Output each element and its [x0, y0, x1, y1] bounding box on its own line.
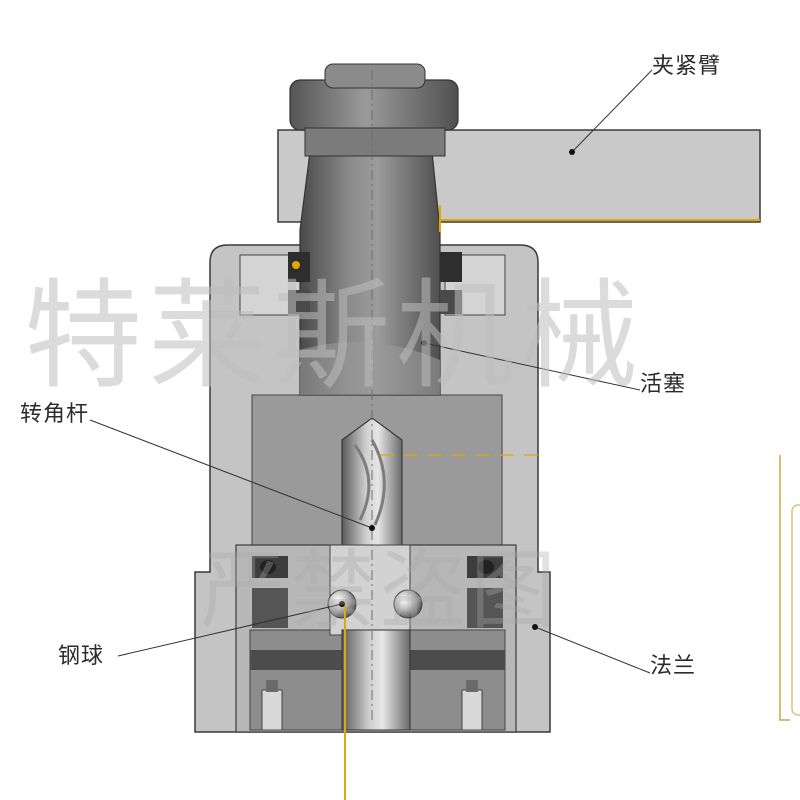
watermark-company: 特莱斯机械: [24, 267, 645, 405]
watermark-anti-theft: 严禁盗图: [200, 541, 560, 641]
steel-ball-right: [393, 589, 423, 619]
leader-lines: [89, 69, 653, 674]
bottom-screw-left: [261, 680, 283, 731]
label-flange: 法兰: [650, 654, 697, 679]
label-steel-ball: 钢球: [58, 644, 105, 669]
bottom-screw-right: [461, 680, 483, 731]
label-clamp-arm: 夹紧臂: [652, 54, 722, 79]
label-rotation-rod: 转角杆: [20, 402, 90, 427]
label-piston: 活塞: [640, 372, 687, 397]
lower-rod: [341, 629, 411, 731]
